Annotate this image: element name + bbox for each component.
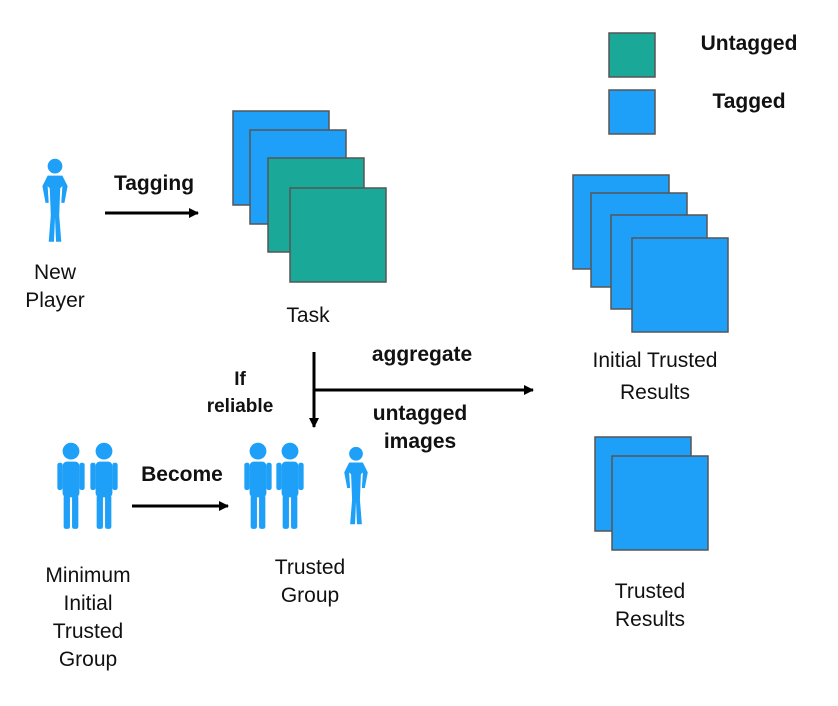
initial-trusted-results-label: Initial Trusted Results — [592, 349, 718, 404]
aggregate-label: aggregate — [371, 343, 473, 366]
legend-untagged-label: Untagged — [700, 32, 798, 55]
trusted-results-stack — [594, 436, 709, 551]
trusted-result-tile-2 — [611, 455, 709, 551]
trusted-group-label: Trusted Group — [274, 556, 346, 607]
if-reliable-label: If reliable — [206, 369, 274, 417]
legend-tagged-label: Tagged — [712, 90, 786, 113]
new-player-icon — [42, 158, 68, 242]
initial-trusted-results-stack — [572, 174, 729, 333]
min-initial-group-label: Minimum Initial Trusted Group — [45, 564, 131, 671]
min-group-icon — [57, 442, 118, 529]
task-stack — [232, 110, 387, 283]
untagged-images-label: untagged images — [372, 402, 468, 453]
task-tile-4 — [289, 187, 387, 283]
tagging-label: Tagging — [113, 172, 195, 195]
become-label: Become — [141, 463, 223, 486]
legend-tagged-swatch — [608, 89, 656, 135]
new-player-label: New Player — [25, 261, 85, 312]
trusted-results-label: Trusted Results — [614, 580, 686, 631]
initial-result-tile-4 — [631, 237, 729, 333]
task-label: Task — [286, 304, 330, 327]
legend-untagged-swatch — [608, 32, 656, 78]
